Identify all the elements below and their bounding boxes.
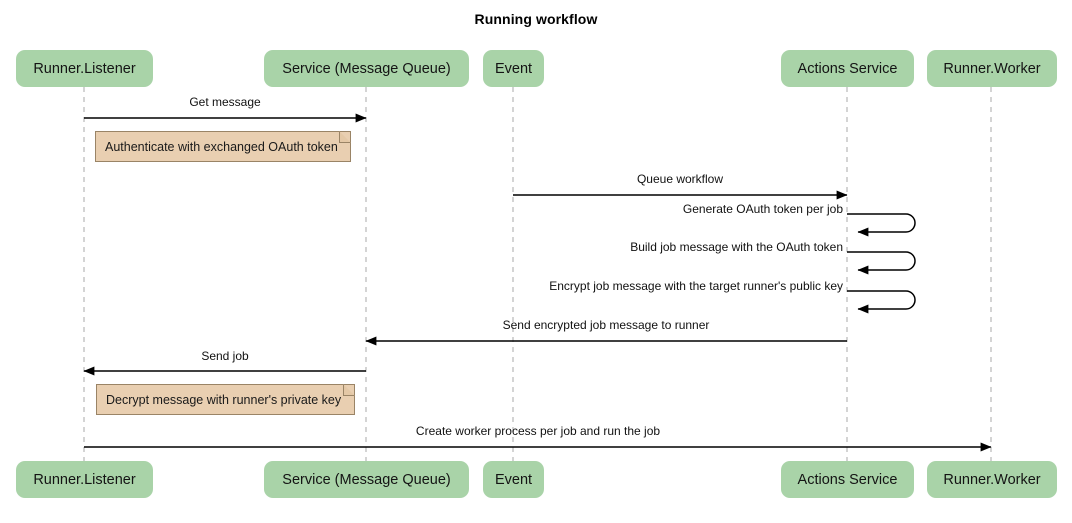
participant-bottom-actions-service[interactable]: Actions Service <box>781 461 914 498</box>
self-message-build-job-message-with-oauth-token <box>847 251 916 275</box>
page-title: Running workflow <box>474 11 598 27</box>
participant-top-actions-service[interactable]: Actions Service <box>781 50 914 87</box>
note-decrypt-message-with-runners-private-key: Decrypt message with runner's private ke… <box>96 384 355 415</box>
message-label-encrypt-job-message-with-public-key: Encrypt job message with the target runn… <box>549 279 843 293</box>
self-message-generate-oauth-token-per-job <box>847 213 916 237</box>
note-fold-corner-icon <box>343 384 355 396</box>
participant-bottom-service-message-queue[interactable]: Service (Message Queue) <box>264 461 469 498</box>
participant-label: Runner.Listener <box>33 471 136 488</box>
message-label-generate-oauth-token-per-job: Generate OAuth token per job <box>682 202 843 216</box>
participant-top-runner-listener[interactable]: Runner.Listener <box>16 50 153 87</box>
message-label-queue-workflow: Queue workflow <box>636 172 724 186</box>
note-fold-corner-icon <box>339 131 351 143</box>
participant-label: Runner.Listener <box>33 60 136 77</box>
note-label: Decrypt message with runner's private ke… <box>106 392 342 407</box>
participant-label: Actions Service <box>797 471 898 488</box>
note-label: Authenticate with exchanged OAuth token <box>105 139 338 154</box>
message-label-get-message: Get message <box>189 95 261 109</box>
participant-label: Event <box>494 60 533 77</box>
participant-label: Runner.Worker <box>943 471 1041 488</box>
participant-label: Runner.Worker <box>943 60 1041 77</box>
participant-top-runner-worker[interactable]: Runner.Worker <box>927 50 1057 87</box>
participant-label: Service (Message Queue) <box>282 471 451 488</box>
message-label-send-job: Send job <box>201 349 249 363</box>
message-label-build-job-message-with-oauth-token: Build job message with the OAuth token <box>630 240 843 254</box>
participant-top-event[interactable]: Event <box>483 50 544 87</box>
participant-bottom-runner-worker[interactable]: Runner.Worker <box>927 461 1057 498</box>
participant-bottom-event[interactable]: Event <box>483 461 544 498</box>
self-message-encrypt-job-message-with-public-key <box>847 290 916 314</box>
message-label-send-encrypted-job-message-to-runner: Send encrypted job message to runner <box>502 318 710 332</box>
note-authenticate-with-exchanged-oauth-token: Authenticate with exchanged OAuth token <box>95 131 351 162</box>
participant-label: Service (Message Queue) <box>282 60 451 77</box>
message-label-create-worker-process-per-job: Create worker process per job and run th… <box>415 424 661 438</box>
participant-bottom-runner-listener[interactable]: Runner.Listener <box>16 461 153 498</box>
participant-label: Event <box>494 471 533 488</box>
participant-top-service-message-queue[interactable]: Service (Message Queue) <box>264 50 469 87</box>
lifelines-group <box>83 87 992 461</box>
arrows-group <box>83 113 992 452</box>
participant-label: Actions Service <box>797 60 898 77</box>
